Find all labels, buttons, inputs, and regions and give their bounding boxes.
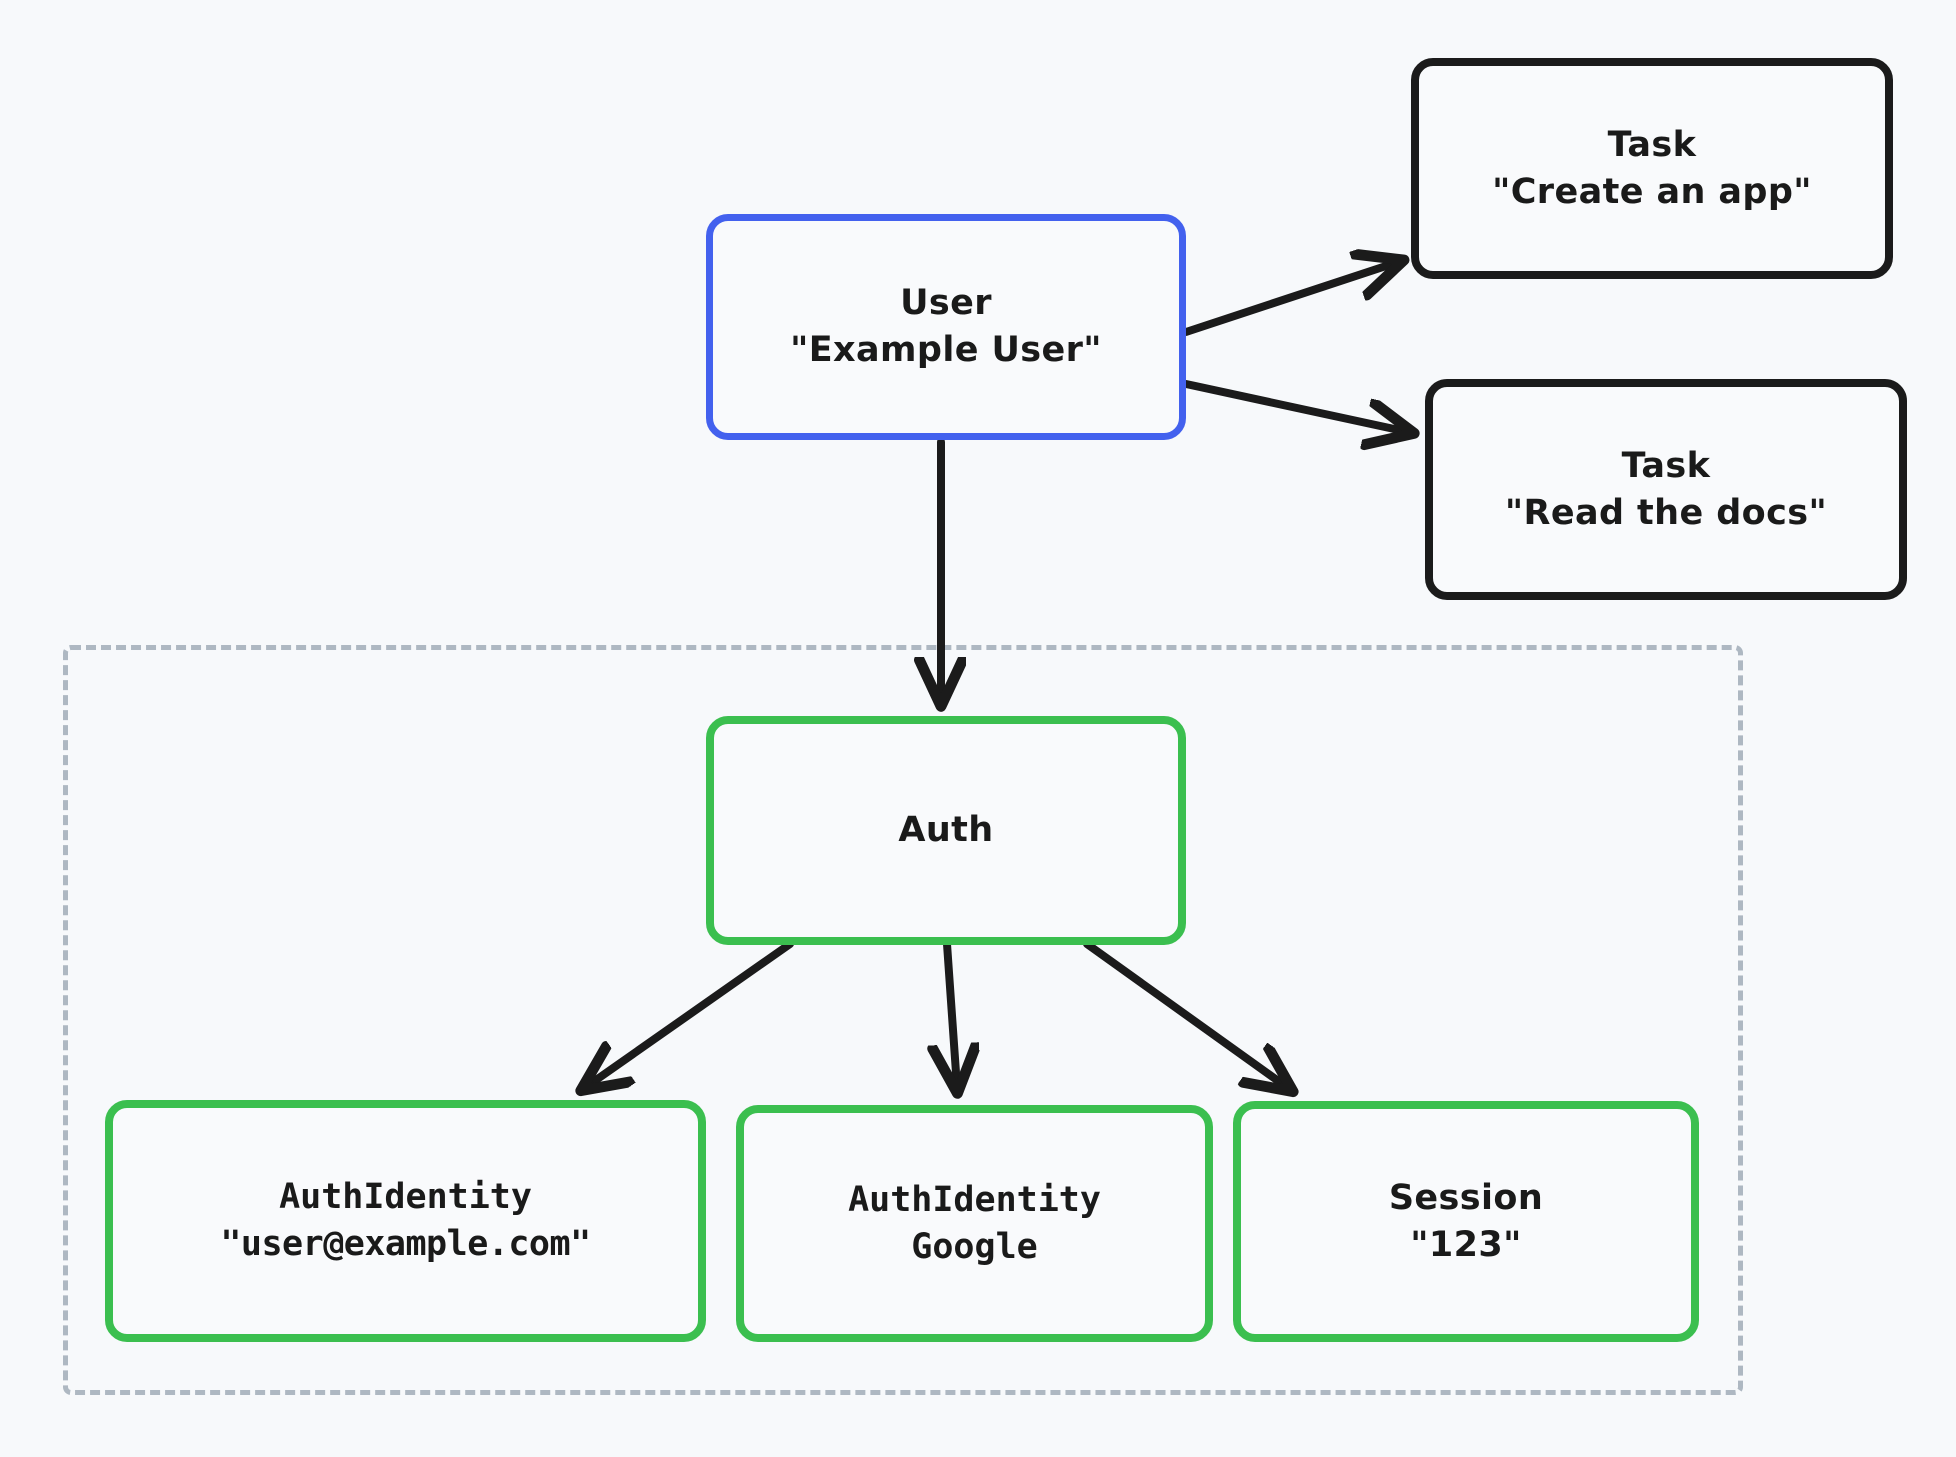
node-user-type: User — [900, 283, 992, 324]
node-auth-type: Auth — [898, 810, 994, 851]
node-task-read-the-docs[interactable]: Task "Read the docs" — [1425, 379, 1907, 600]
node-task1-value: "Create an app" — [1492, 171, 1812, 212]
node-session[interactable]: Session "123" — [1233, 1101, 1699, 1342]
node-ident2-value: Google — [911, 1226, 1038, 1267]
node-session-type: Session — [1388, 1177, 1544, 1218]
node-ident2-type: AuthIdentity — [848, 1179, 1101, 1220]
node-task2-type: Task — [1621, 445, 1711, 486]
node-user-value: "Example User" — [790, 330, 1102, 370]
edge-user-to-task-read-the-docs — [1182, 380, 1408, 432]
node-user[interactable]: User "Example User" — [706, 214, 1186, 440]
auth-group-frame — [63, 645, 1743, 1395]
node-authidentity-google[interactable]: AuthIdentity Google — [736, 1105, 1213, 1342]
node-auth[interactable]: Auth — [706, 716, 1186, 945]
node-task1-type: Task — [1607, 124, 1697, 165]
node-session-value: "123" — [1410, 1224, 1522, 1265]
node-authidentity-email[interactable]: AuthIdentity "user@example.com" — [105, 1100, 706, 1342]
node-ident1-value: "user@example.com" — [220, 1224, 591, 1264]
node-task-create-an-app[interactable]: Task "Create an app" — [1411, 58, 1893, 279]
edge-user-to-task-create-an-app — [1182, 262, 1398, 336]
node-ident1-type: AuthIdentity — [279, 1177, 532, 1218]
node-task2-value: "Read the docs" — [1504, 492, 1828, 533]
